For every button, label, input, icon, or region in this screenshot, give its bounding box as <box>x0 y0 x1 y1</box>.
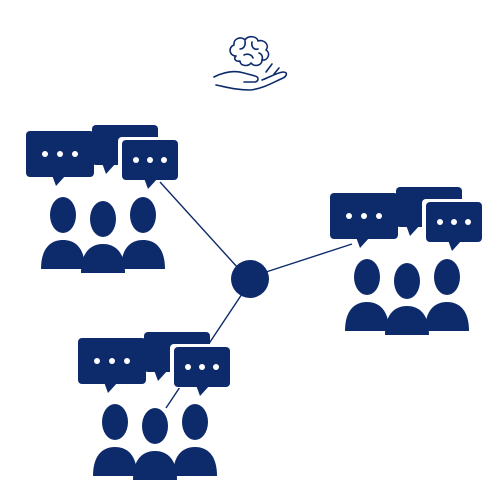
person-icon <box>41 197 85 269</box>
group-top-left <box>26 125 180 273</box>
person-icon <box>173 404 217 476</box>
person-icon <box>93 404 137 476</box>
chat-bubble-left <box>330 193 398 248</box>
connector-top-left <box>159 181 239 269</box>
chat-bubble-right <box>422 199 484 251</box>
group-right <box>330 187 484 335</box>
chat-bubble-left <box>78 338 146 393</box>
hub-node-icon <box>231 260 269 298</box>
chat-bubble-left <box>26 131 94 186</box>
connector-right <box>265 243 353 273</box>
person-icon <box>121 197 165 269</box>
person-icon <box>425 259 469 331</box>
chat-bubble-right <box>170 344 232 396</box>
person-icon <box>345 259 389 331</box>
person-icon <box>385 263 429 335</box>
brain-in-hand-icon <box>213 35 288 91</box>
person-icon <box>133 408 177 480</box>
chat-bubble-right <box>118 137 180 189</box>
group-bottom-left <box>78 332 232 480</box>
person-icon <box>81 201 125 273</box>
